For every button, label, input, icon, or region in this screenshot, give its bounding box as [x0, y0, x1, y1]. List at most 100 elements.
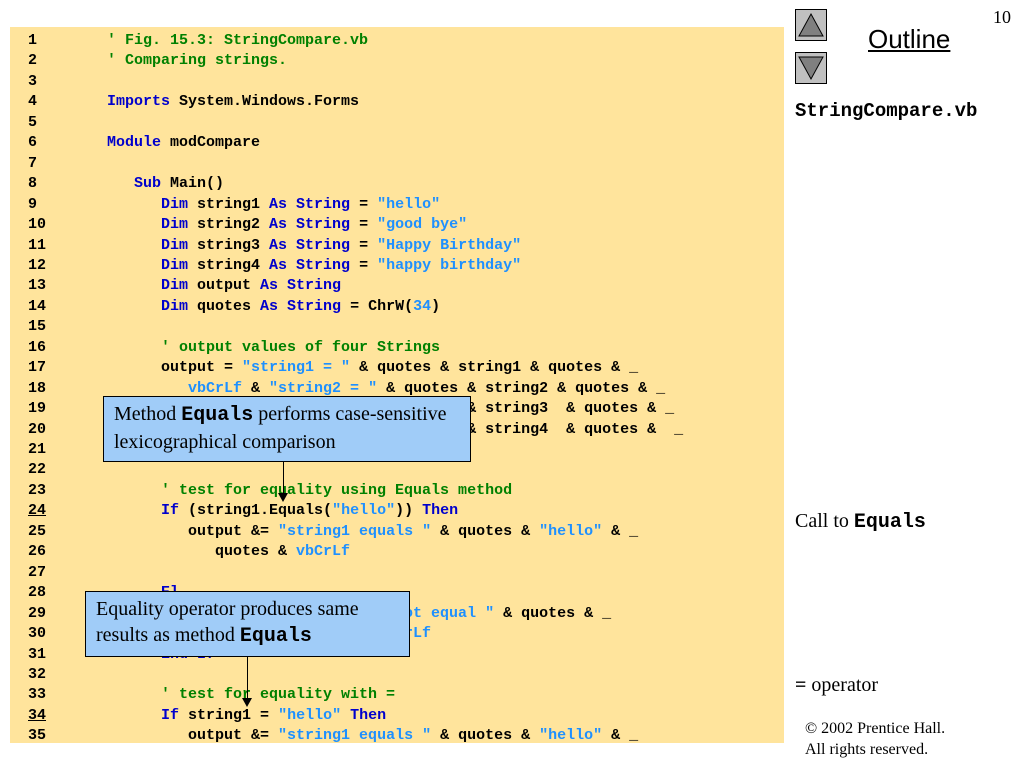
callout-operator-prefix: Equality operator produces same results … — [96, 598, 359, 646]
code-line: 16 ' output values of four Strings — [28, 339, 440, 359]
down-triangle-icon — [798, 56, 824, 81]
code-token: Dim — [80, 256, 189, 274]
line-number: 2 — [28, 52, 38, 70]
code-line: 15 — [28, 318, 80, 338]
up-triangle-icon — [798, 12, 824, 37]
code-token: = — [350, 195, 378, 213]
note-call-method: Equals — [853, 511, 926, 534]
code-token: "hello" — [278, 706, 342, 724]
line-number: 6 — [28, 134, 38, 152]
line-number: 34 — [28, 706, 47, 724]
code-token: ' test for equality using Equals method — [80, 481, 513, 499]
code-token: If — [80, 706, 180, 724]
code-token: & _ — [602, 522, 639, 540]
code-token: As String — [269, 216, 351, 234]
code-token: ' output values of four Strings — [80, 338, 441, 356]
code-line: 5 — [28, 114, 80, 134]
copyright-line2: All rights reserved. — [805, 741, 929, 758]
code-token: modCompare — [161, 134, 261, 152]
code-line: 33 ' test for equality with = — [28, 686, 395, 706]
code-token: quotes — [188, 297, 261, 315]
code-token: = — [350, 256, 378, 274]
code-token: = — [350, 236, 378, 254]
code-token: Dim — [80, 236, 189, 254]
code-token: "Happy Birthday" — [377, 236, 522, 254]
line-number: 29 — [28, 604, 47, 622]
note-operator: = operator — [795, 674, 878, 697]
code-token: Then — [413, 502, 459, 520]
callout-equality-operator: Equality operator produces same results … — [85, 591, 410, 657]
code-line: 4 Imports System.Windows.Forms — [28, 93, 359, 113]
line-number: 33 — [28, 686, 47, 704]
line-number: 17 — [28, 359, 47, 377]
code-token: If — [80, 502, 180, 520]
code-token: As String — [260, 277, 342, 295]
code-line: 34 If string1 = "hello" Then — [28, 707, 386, 727]
code-token: Dim — [80, 277, 189, 295]
note-operator-text: operator — [806, 674, 879, 696]
code-line: 17 output = "string1 = " & quotes & stri… — [28, 359, 638, 379]
code-token: string4 — [188, 256, 270, 274]
code-line: 9 Dim string1 As String = "hello" — [28, 196, 440, 216]
line-number: 18 — [28, 379, 47, 397]
page-number: 10 — [993, 7, 1011, 27]
next-slide-button[interactable] — [795, 52, 827, 84]
callout-operator-method-name: Equals — [239, 625, 312, 648]
code-line: 29 not equal " & quotes & _ — [28, 605, 611, 625]
file-name: StringCompare.vb — [795, 100, 978, 122]
code-token: & quotes & string1 & quotes & _ — [350, 359, 639, 377]
outline-title[interactable]: Outline — [868, 24, 951, 54]
line-number: 28 — [28, 584, 47, 602]
line-number: 10 — [28, 216, 47, 234]
code-token: quotes & — [80, 543, 297, 561]
code-line: 20 & string4 & quotes & _ — [28, 421, 683, 441]
code-token: ' Comparing strings. — [80, 52, 288, 70]
code-token: Dim — [80, 195, 189, 213]
code-token: Main() — [161, 175, 225, 193]
line-number: 8 — [28, 175, 38, 193]
code-token: As String — [269, 195, 351, 213]
callout-equals-arrow — [283, 462, 284, 494]
code-line: 11 Dim string3 As String = "Happy Birthd… — [28, 237, 521, 257]
code-token: & quotes & _ — [494, 604, 612, 622]
callout-equals-method: Method Equals performs case-sensitive le… — [103, 396, 471, 462]
code-token: string1 = — [179, 706, 279, 724]
code-token: "string1 equals " — [278, 522, 432, 540]
code-line: 18 vbCrLf & "string2 = " & quotes & stri… — [28, 380, 665, 400]
code-token: output &= — [80, 522, 279, 540]
code-token: = — [350, 216, 378, 234]
code-line: 32 — [28, 666, 80, 686]
callout-equals-method-name: Equals — [181, 404, 254, 427]
callout-equals-prefix: Method — [114, 403, 182, 425]
previous-slide-button[interactable] — [795, 9, 827, 41]
code-token: "good bye" — [377, 216, 468, 234]
line-number: 22 — [28, 461, 47, 479]
code-token: "hello" — [377, 195, 441, 213]
code-token: Then — [341, 706, 387, 724]
code-token: ) — [431, 297, 441, 315]
code-line: 1 ' Fig. 15.3: StringCompare.vb — [28, 32, 368, 52]
line-number: 16 — [28, 338, 47, 356]
code-token: = ChrW( — [341, 297, 414, 315]
code-line: 19 & string3 & quotes & _ — [28, 400, 674, 420]
code-token: "hello" — [539, 727, 603, 745]
code-token: ' test for equality with = — [80, 686, 396, 704]
line-number: 5 — [28, 113, 38, 131]
code-token: Imports — [80, 93, 171, 111]
code-line: 26 quotes & vbCrLf — [28, 543, 350, 563]
line-number: 12 — [28, 256, 47, 274]
callout-equals-arrowhead — [278, 493, 288, 502]
code-line: 10 Dim string2 As String = "good bye" — [28, 216, 467, 236]
code-token: As String — [269, 236, 351, 254]
code-line: 24 If (string1.Equals("hello")) Then — [28, 502, 458, 522]
line-number: 4 — [28, 93, 38, 111]
line-number: 35 — [28, 727, 47, 745]
line-number: 27 — [28, 563, 47, 581]
code-token: "string2 = " — [269, 379, 378, 397]
line-number: 11 — [28, 236, 47, 254]
code-token: Dim — [80, 216, 189, 234]
code-token: System.Windows.Forms — [170, 93, 360, 111]
code-token: Module — [80, 134, 162, 152]
line-number: 30 — [28, 625, 47, 643]
code-token: output = — [80, 359, 243, 377]
